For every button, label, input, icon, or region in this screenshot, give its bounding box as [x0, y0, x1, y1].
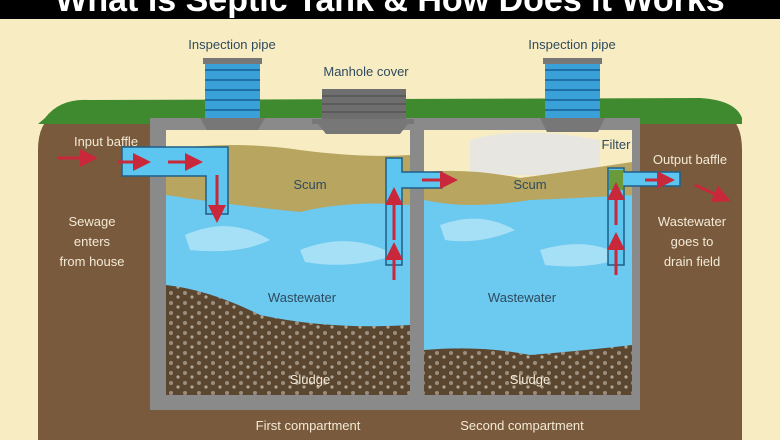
label-sludge-1: Sludge	[290, 372, 330, 387]
label-wastewater-1: Wastewater	[268, 290, 337, 305]
sludge-layer-1	[166, 285, 410, 395]
label-drain-3: drain field	[664, 254, 720, 269]
title-bar	[0, 0, 780, 19]
label-sludge-2: Sludge	[510, 372, 550, 387]
label-drain-2: goes to	[671, 234, 714, 249]
page-title: What is Septic Tank & How Does it Works	[55, 0, 724, 19]
inspection-pipe-left	[200, 58, 265, 130]
inspection-pipe-right	[540, 58, 605, 132]
water-highlights	[185, 218, 625, 267]
manhole-cover	[312, 89, 414, 134]
flow-arrows	[58, 149, 731, 280]
label-first-compartment: First compartment	[256, 418, 361, 433]
label-inspection-pipe-left: Inspection pipe	[188, 37, 275, 52]
label-scum-2: Scum	[513, 177, 546, 192]
label-sewage-3: from house	[59, 254, 124, 269]
label-second-compartment: Second compartment	[460, 418, 584, 433]
scum-layer-2	[424, 162, 632, 205]
label-inspection-pipe-right: Inspection pipe	[528, 37, 615, 52]
label-manhole-cover: Manhole cover	[323, 64, 409, 79]
label-output-baffle: Output baffle	[653, 152, 727, 167]
label-filter: Filter	[602, 137, 632, 152]
label-scum-1: Scum	[293, 177, 326, 192]
label-drain-1: Wastewater	[658, 214, 727, 229]
label-wastewater-2: Wastewater	[488, 290, 557, 305]
label-sewage-2: enters	[74, 234, 111, 249]
label-input-baffle: Input baffle	[74, 134, 138, 149]
cloud	[470, 132, 600, 175]
label-sewage-1: Sewage	[69, 214, 116, 229]
sludge-layer-2	[424, 345, 632, 395]
